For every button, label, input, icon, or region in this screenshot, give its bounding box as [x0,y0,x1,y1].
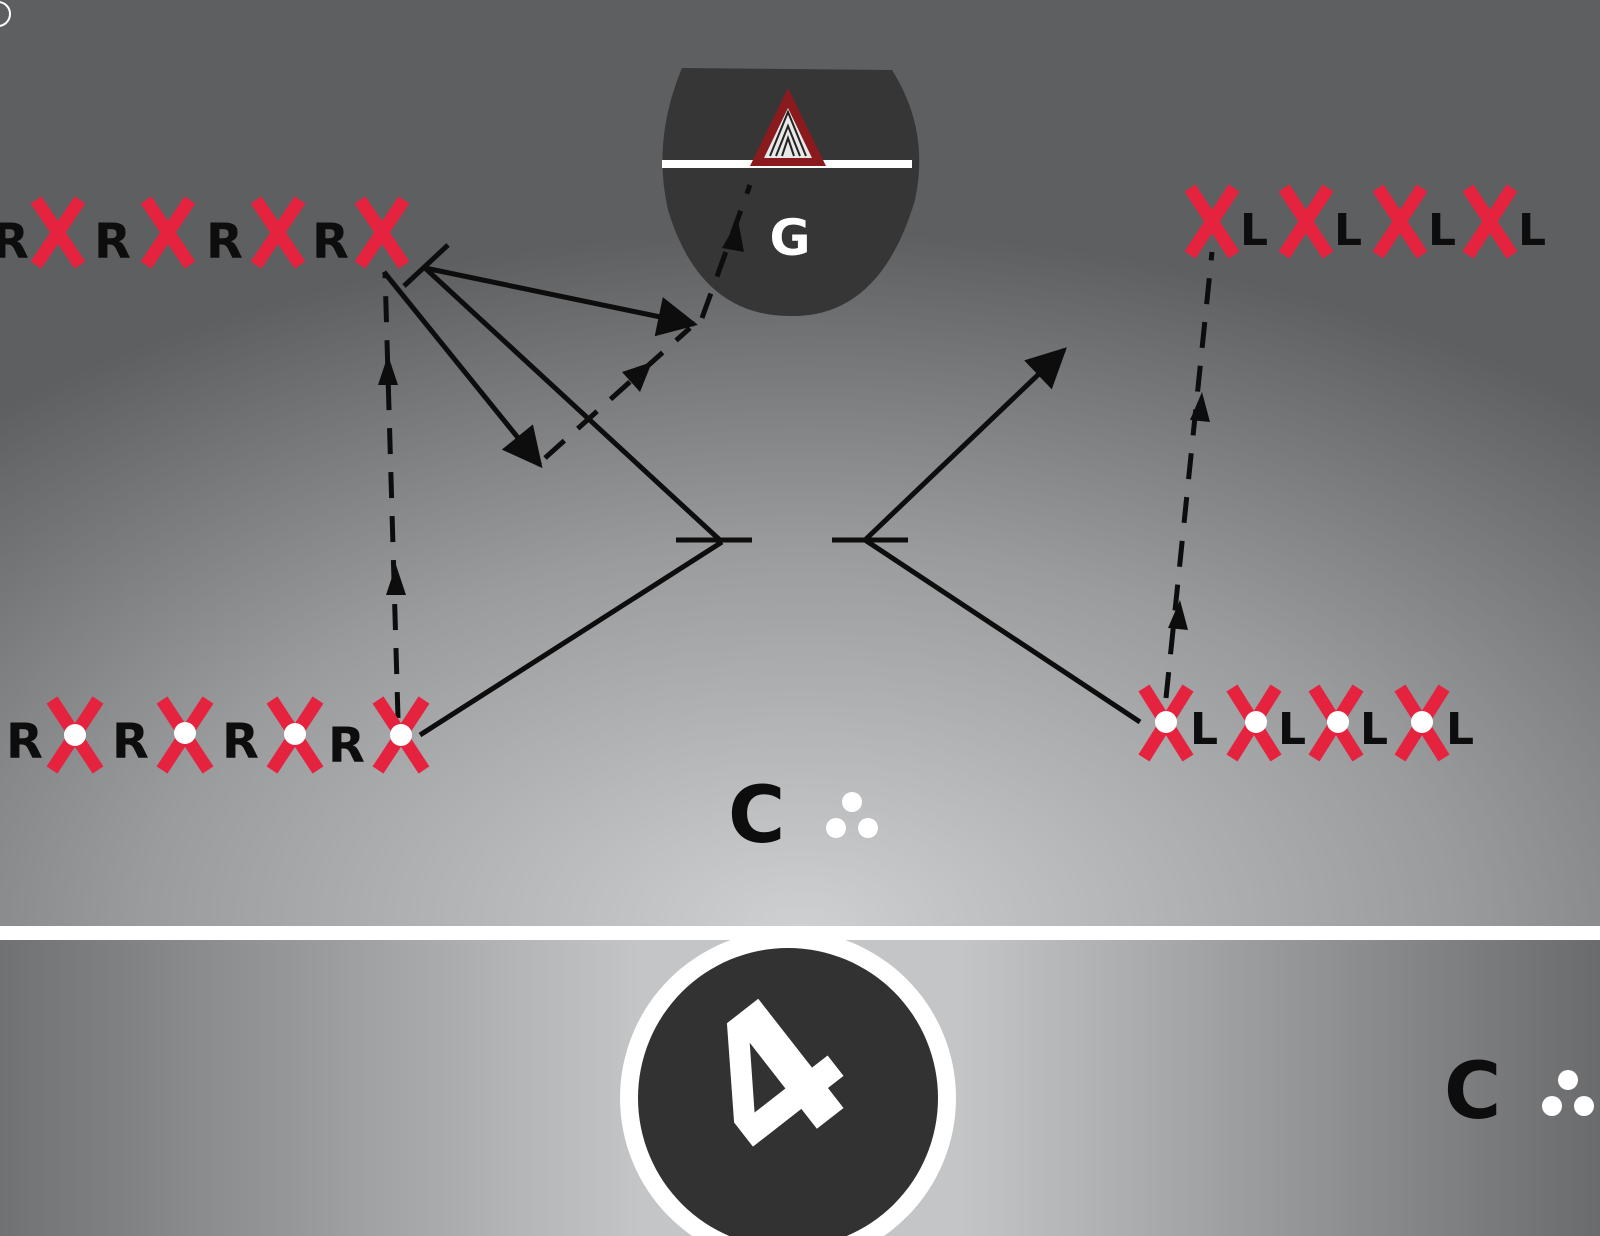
players-top-left: R R R R [0,196,410,270]
players-bottom-right: L L L L [1138,684,1474,762]
x-mark-icon [140,196,196,269]
player-label: R [312,214,349,270]
ball-icon [1245,711,1267,733]
x-mark-icon [354,196,410,269]
player-label: L [1190,704,1218,755]
ball-icon [1327,711,1349,733]
ball-icon [1155,711,1177,733]
x-mark-icon [1462,184,1518,259]
player-label: R [206,214,243,270]
x-mark-icon [250,196,306,269]
players-top-right: L L L L [1184,184,1546,259]
player-label: L [1360,704,1388,755]
ball-icon [64,724,86,746]
coach-label: C [728,771,785,861]
x-mark-icon [1184,184,1240,259]
goal-triangle-icon [750,88,826,166]
x-mark-icon [30,196,86,269]
player-label: L [1278,704,1306,755]
player-label: R [112,714,149,770]
player-label: R [6,714,43,770]
coach-top: C [728,771,878,861]
player-label: R [328,718,365,774]
player-label: L [1518,205,1546,256]
cut-line-left-lower [418,539,724,738]
plant-mark-top [402,243,450,288]
player-label: R [0,214,29,270]
goalie-label: G [769,209,810,267]
cut-line-right-lower [863,537,1142,725]
player-label: R [94,214,131,270]
dash-to-goal [699,184,753,319]
dash-arrowheads [378,220,1210,630]
player-label: L [1240,205,1268,256]
ball-group-icon [826,792,878,838]
x-mark-icon [1278,184,1334,259]
coach-label: C [1444,1047,1501,1137]
ball-icon [284,723,306,745]
dash-right-vertical [1163,251,1215,699]
ball-icon [390,724,412,746]
dashed-paths [382,184,1215,719]
player-label: R [222,714,259,770]
dash-feed [543,326,692,460]
pass-arrow-down [382,270,543,469]
dash-left-vertical [382,271,401,719]
players-bottom-left: R R R R [6,696,430,774]
ball-icon [1411,711,1433,733]
coach-bottom: C [1444,1047,1594,1137]
ball-icon [174,722,196,744]
cut-arrow-right [863,347,1067,542]
corner-mark-icon [0,1,11,27]
x-mark-icon [1372,184,1428,259]
pass-arrow-to-goal [424,265,698,337]
cut-paths [382,243,1142,738]
cut-line-left-upper [423,266,724,544]
ball-group-icon [1542,1070,1594,1116]
player-label: L [1428,205,1456,256]
player-label: L [1446,704,1474,755]
player-label: L [1334,205,1362,256]
logo-badge-icon: 4 [620,930,956,1236]
